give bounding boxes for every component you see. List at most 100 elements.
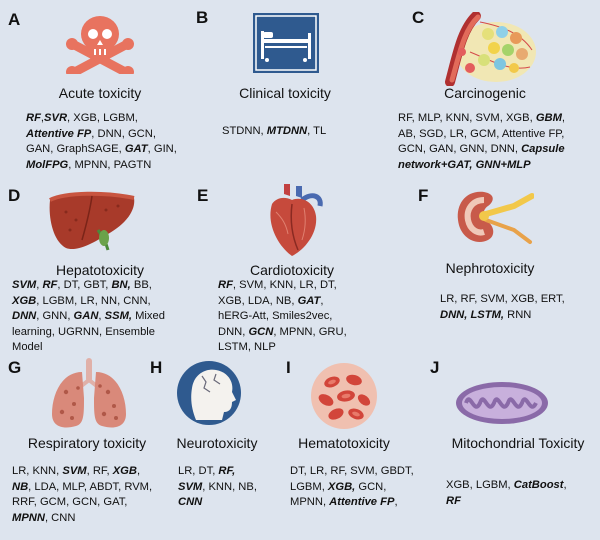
methods-list: DT, LR, RF, SVM, GBDT,LGBM, XGB, GCN,MPN… — [290, 464, 414, 511]
method-highlighted: XGB — [12, 294, 37, 307]
method-text: , — [36, 279, 43, 291]
method-text: RNN — [504, 308, 532, 321]
panel-title: Nephrotoxicity — [445, 260, 535, 276]
method-highlighted: RF — [218, 279, 233, 291]
panel-letter: D — [8, 186, 21, 205]
panel-title: Hematotoxicity — [298, 435, 390, 451]
method-line: STDNN, MTDNN, TL — [222, 124, 326, 140]
method-text: hERG-Att, Smiles2vec, — [218, 310, 333, 322]
method-text: Model — [12, 341, 43, 353]
panel-letter: F — [418, 186, 429, 205]
method-text: , — [136, 465, 141, 477]
panel-title: Mitochondrial Toxicity — [451, 435, 585, 451]
methods-list: RF, SVM, KNN, LR, DT,XGB, LDA, NB, GAT,h… — [218, 278, 347, 356]
method-text: , — [561, 112, 566, 124]
method-highlighted: MTDNN — [266, 125, 308, 137]
method-highlighted: RF, — [218, 465, 236, 477]
kidney-icon — [457, 191, 534, 244]
methods-list: LR, KNN, SVM, RF, XGB,NB, LDA, MLP, ABDT… — [12, 464, 152, 526]
method-highlighted: XGB, — [327, 480, 356, 493]
method-line: LR, KNN, SVM, RF, XGB, — [12, 464, 152, 480]
method-highlighted: GBM — [535, 112, 562, 124]
method-line: MPNN, Attentive FP, — [290, 495, 414, 511]
method-text: , — [394, 496, 398, 508]
method-highlighted: RF — [26, 112, 41, 124]
methods-list: LR, DT, RF,SVM, KNN, NB, CNN — [178, 464, 257, 511]
method-highlighted: SVM — [178, 480, 203, 493]
tumor-cells-icon — [445, 12, 536, 86]
method-text: learning, UGRNN, Ensemble — [12, 325, 156, 338]
method-line: learning, UGRNN, Ensemble — [12, 325, 165, 341]
method-line: network+GAT, GNN+MLP — [398, 158, 565, 174]
panel-letter: J — [430, 358, 440, 377]
method-text: AB, SGD, LR, GCM, Attentive FP, — [398, 127, 565, 140]
blood-cells-icon — [311, 363, 377, 429]
method-highlighted: MolFPG — [26, 158, 69, 171]
method-highlighted: BN, — [111, 279, 131, 291]
method-line: GAN, GraphSAGE, GAT, GIN, — [26, 142, 177, 158]
method-highlighted: GAT — [124, 143, 148, 155]
method-text: , SVM, KNN, LR, DT, — [232, 279, 337, 291]
method-text: , — [98, 310, 105, 322]
methods-list: RF, MLP, KNN, SVM, XGB, GBM,AB, SGD, LR,… — [398, 111, 565, 173]
method-text: , KNN, NB, — [202, 480, 257, 493]
method-text: DNN, — [218, 325, 249, 338]
method-text: , GIN, — [147, 143, 177, 155]
method-text: , LDA, MLP, ABDT, RVM, — [28, 480, 153, 493]
method-line: LR, RF, SVM, XGB, ERT, — [440, 292, 565, 308]
method-highlighted: SVM — [12, 279, 37, 291]
method-text: STDNN, — [222, 125, 267, 137]
method-highlighted: SSM, — [104, 310, 132, 322]
method-text: , DT, GBT, — [57, 279, 112, 291]
methods-list: STDNN, MTDNN, TL — [222, 124, 326, 140]
method-highlighted: GAN — [73, 310, 99, 322]
method-highlighted: SVR — [44, 112, 68, 124]
panel-title: Clinical toxicity — [239, 85, 331, 101]
method-highlighted: MPNN — [12, 511, 45, 524]
method-highlighted: CatBoost — [513, 479, 564, 491]
methods-list: SVM, RF, DT, GBT, BN, BB,XGB, LGBM, LR, … — [12, 278, 165, 356]
method-text: GAN, GraphSAGE, — [26, 143, 125, 155]
lungs-icon — [52, 358, 126, 428]
panel-title: Hepatotoxicity — [56, 262, 144, 278]
method-line: RF, SVM, KNN, LR, DT, — [218, 278, 347, 294]
method-text: DT, LR, RF, SVM, GBDT, — [290, 465, 414, 477]
method-line: AB, SGD, LR, GCM, Attentive FP, — [398, 127, 565, 143]
method-line: LR, DT, RF, — [178, 464, 257, 480]
method-text: GCN, GAN, GNN, DNN, — [398, 143, 522, 155]
method-highlighted: CNN — [178, 496, 203, 508]
methods-list: XGB, LGBM, CatBoost,RF — [446, 478, 567, 509]
panel-letter: B — [196, 8, 209, 27]
method-line: DNN, GCN, MPNN, GRU, — [218, 325, 347, 341]
panel-letter: H — [150, 358, 163, 377]
method-text: MPNN, — [290, 496, 330, 508]
method-line: SVM, RF, DT, GBT, BN, BB, — [12, 278, 165, 294]
method-text: GCN, — [355, 480, 387, 493]
method-highlighted: network+GAT, GNN+MLP — [398, 158, 531, 171]
method-line: RF, MLP, KNN, SVM, XGB, GBM, — [398, 111, 565, 127]
method-line: MPNN, CNN — [12, 511, 152, 527]
method-line: DNN, GNN, GAN, SSM, Mixed — [12, 309, 165, 325]
method-text: LR, KNN, — [12, 465, 63, 477]
method-highlighted: RF — [446, 494, 461, 507]
skull-crossbones-icon — [66, 16, 134, 74]
method-line: DT, LR, RF, SVM, GBDT, — [290, 464, 414, 480]
method-text: , — [40, 112, 45, 124]
method-text: XGB, LDA, NB, — [218, 294, 298, 307]
panel-letter: A — [8, 10, 21, 29]
methods-list: RF,SVR, XGB, LGBM,Attentive FP, DNN, GCN… — [26, 111, 177, 173]
method-text: RRF, GCM, GCN, GAT, — [12, 496, 128, 508]
method-text: LR, RF, SVM, XGB, ERT, — [440, 293, 565, 305]
method-line: GCN, GAN, GNN, DNN, Capsule — [398, 142, 565, 158]
method-highlighted: GCN — [248, 325, 274, 338]
method-highlighted: GAT — [297, 294, 321, 307]
head-profile-icon — [177, 361, 241, 425]
method-highlighted: DNN, LSTM, — [440, 308, 505, 321]
panel-title: Neurotoxicity — [176, 435, 258, 451]
method-line: XGB, LGBM, CatBoost, — [446, 478, 567, 494]
method-text: , LGBM, LR, NN, CNN, — [36, 294, 151, 307]
method-highlighted: RF — [42, 279, 58, 291]
method-text: , XGB, LGBM, — [67, 112, 138, 124]
method-line: LSTM, NLP — [218, 340, 347, 356]
method-highlighted: XGB — [112, 465, 137, 477]
